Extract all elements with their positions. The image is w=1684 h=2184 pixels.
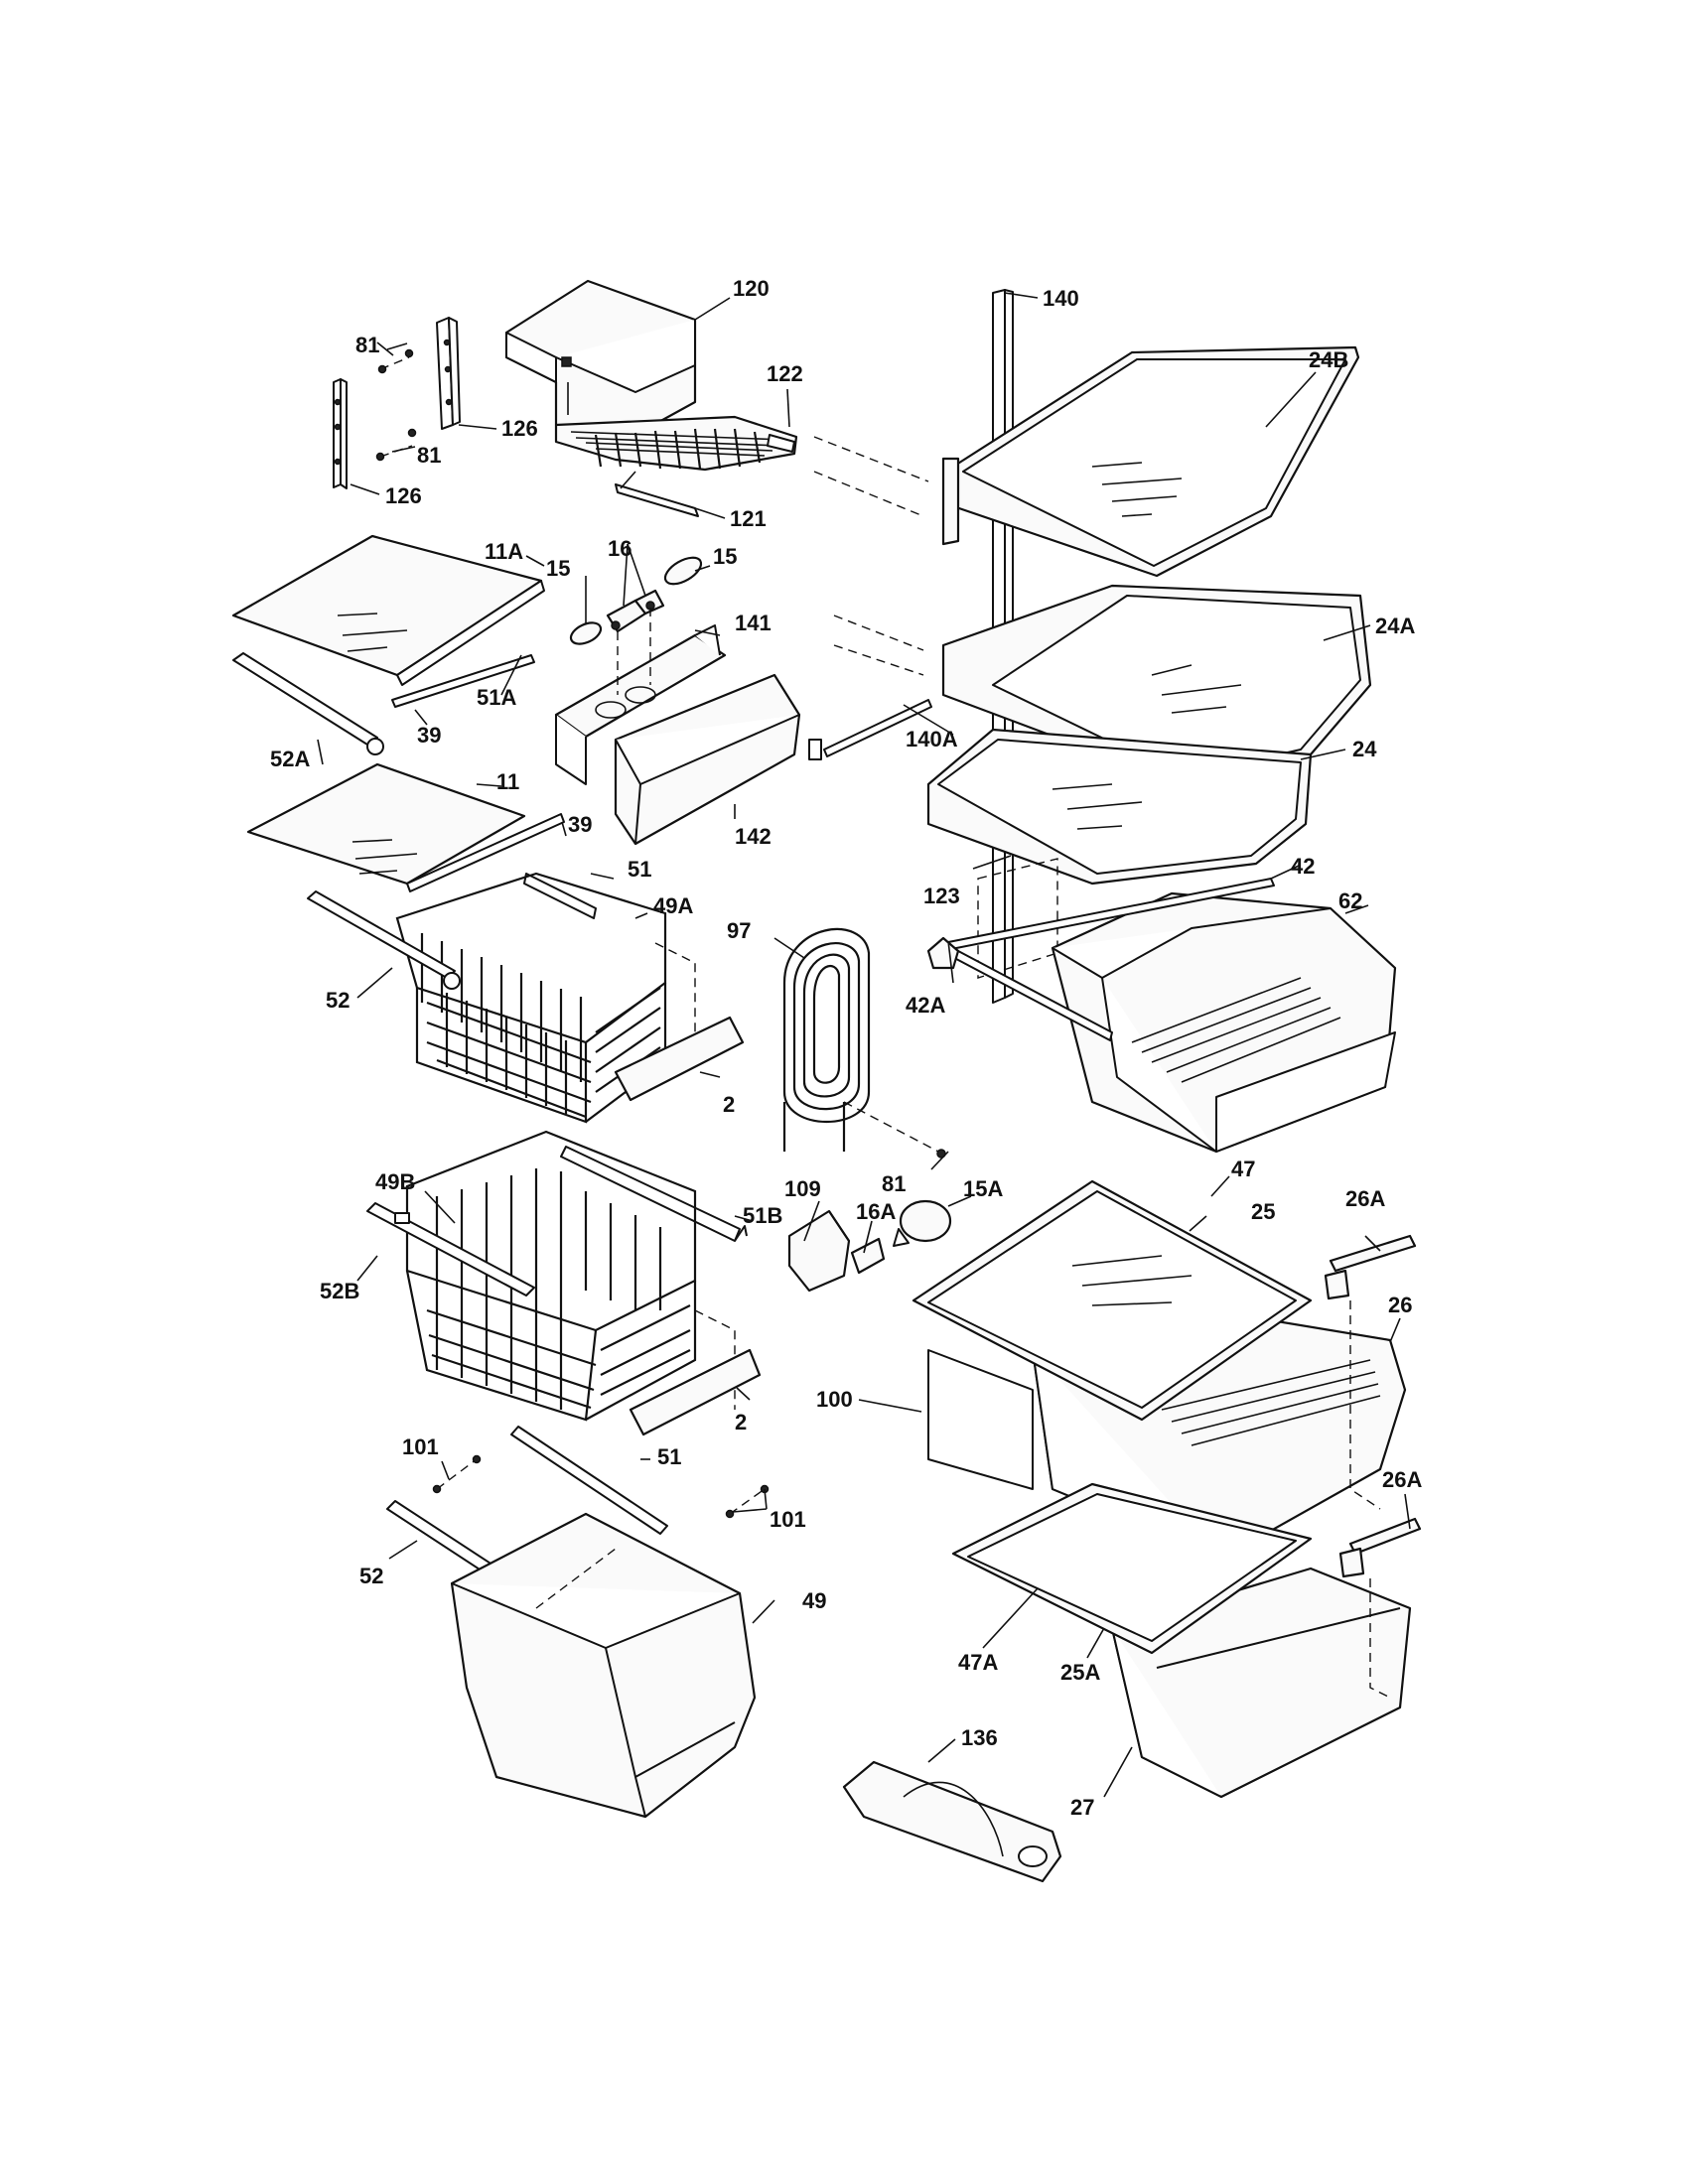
label-42: 42 xyxy=(1291,854,1315,879)
label-140A: 140A xyxy=(906,727,958,751)
label-49: 49 xyxy=(802,1588,826,1613)
label-126-upper: 126 xyxy=(501,416,538,441)
shelf-24B xyxy=(941,345,1360,578)
label-39-lower: 39 xyxy=(568,812,592,837)
label-51B: 51B xyxy=(743,1203,782,1228)
label-97: 97 xyxy=(727,918,751,943)
rail-39-lower xyxy=(406,813,565,892)
bin-49 xyxy=(450,1512,757,1819)
basket-49B xyxy=(405,1130,697,1422)
label-26A-upper: 26A xyxy=(1345,1186,1385,1211)
rail-51B xyxy=(560,1146,748,1242)
label-16: 16 xyxy=(608,536,632,561)
shelf-11A xyxy=(231,534,545,686)
label-120: 120 xyxy=(733,276,770,301)
drawer-62 xyxy=(1051,891,1397,1154)
label-81-lower: 81 xyxy=(882,1171,906,1196)
label-47: 47 xyxy=(1231,1157,1255,1181)
label-24B: 24B xyxy=(1309,347,1348,372)
bulb-15A xyxy=(893,1199,952,1247)
label-100: 100 xyxy=(816,1387,853,1412)
dashed-guides-right xyxy=(813,436,1058,979)
label-123: 123 xyxy=(923,884,960,908)
label-15A: 15A xyxy=(963,1176,1003,1201)
rail-52A xyxy=(232,652,384,755)
rail-51-upper xyxy=(523,873,597,919)
coil-97 xyxy=(782,928,946,1159)
shelf-25A xyxy=(951,1482,1313,1655)
basket-49A xyxy=(395,872,667,1124)
label-51-lower: 51 xyxy=(657,1444,681,1469)
label-15-left: 15 xyxy=(546,556,570,581)
bulb-15-left xyxy=(569,621,603,645)
label-136: 136 xyxy=(961,1725,998,1750)
bracket-26A-lower xyxy=(1338,1517,1422,1699)
label-2-upper: 2 xyxy=(723,1092,735,1117)
label-47A: 47A xyxy=(958,1650,998,1675)
label-101-right: 101 xyxy=(770,1507,806,1532)
label-81-mid: 81 xyxy=(417,443,441,468)
label-15-right: 15 xyxy=(713,544,737,569)
label-101-left: 101 xyxy=(402,1434,439,1459)
label-109: 109 xyxy=(784,1176,821,1201)
cover-2-lower xyxy=(629,1348,762,1436)
label-42A: 42A xyxy=(906,993,945,1018)
label-140: 140 xyxy=(1043,286,1079,311)
label-122: 122 xyxy=(767,361,803,386)
rail-52-upper xyxy=(307,890,461,990)
label-24: 24 xyxy=(1352,737,1377,761)
cover-109 xyxy=(787,1209,851,1293)
part-136 xyxy=(842,1760,1062,1883)
cover-2-upper xyxy=(614,1016,745,1102)
screw-81-pair-upper xyxy=(375,348,417,462)
label-27: 27 xyxy=(1070,1795,1094,1820)
bracket-126-left xyxy=(333,378,348,489)
callout-labels: 81 126 81 126 120 122 121 140 24B 24A 24… xyxy=(270,276,1422,1820)
label-121: 121 xyxy=(730,506,767,531)
label-51A: 51A xyxy=(477,685,516,710)
rail-52B xyxy=(366,1202,535,1297)
label-126-lower: 126 xyxy=(385,483,422,508)
shelf-24 xyxy=(926,728,1313,886)
label-52A: 52A xyxy=(270,747,310,771)
socket-16A xyxy=(850,1237,886,1275)
label-81-top: 81 xyxy=(355,333,379,357)
label-25: 25 xyxy=(1251,1199,1275,1224)
shelf-25 xyxy=(912,1179,1313,1422)
label-52-upper: 52 xyxy=(326,988,350,1013)
bracket-26A-upper xyxy=(1324,1234,1417,1510)
cover-100 xyxy=(927,1349,1034,1490)
label-16A: 16A xyxy=(856,1199,896,1224)
label-26: 26 xyxy=(1388,1293,1412,1317)
label-142: 142 xyxy=(735,824,772,849)
label-49A: 49A xyxy=(653,893,693,918)
leader-lines xyxy=(317,292,1411,1798)
rail-39-upper xyxy=(391,654,535,708)
rail-42A xyxy=(926,936,1113,1041)
label-39-upper: 39 xyxy=(417,723,441,748)
label-11: 11 xyxy=(496,769,519,794)
shelf-11 xyxy=(246,762,526,886)
label-62: 62 xyxy=(1338,888,1362,913)
bracket-126-right xyxy=(436,317,461,430)
part-121-rack xyxy=(554,415,798,517)
label-49B: 49B xyxy=(375,1169,415,1194)
label-141: 141 xyxy=(735,611,772,635)
part-120-bin xyxy=(504,279,697,437)
label-11A: 11A xyxy=(485,539,523,564)
cover-142 xyxy=(614,673,801,846)
socket-16 xyxy=(606,589,665,633)
label-52B: 52B xyxy=(320,1279,359,1303)
label-52-lower: 52 xyxy=(359,1564,383,1588)
label-2-lower: 2 xyxy=(735,1410,747,1434)
label-25A: 25A xyxy=(1060,1660,1100,1685)
label-26A-lower: 26A xyxy=(1382,1467,1422,1492)
rail-51-lower xyxy=(510,1426,668,1535)
rail-140A xyxy=(808,699,932,760)
bracket-141 xyxy=(554,608,727,785)
label-24A: 24A xyxy=(1375,614,1415,638)
bulb-15-right xyxy=(663,556,703,586)
label-51-upper: 51 xyxy=(628,857,651,882)
